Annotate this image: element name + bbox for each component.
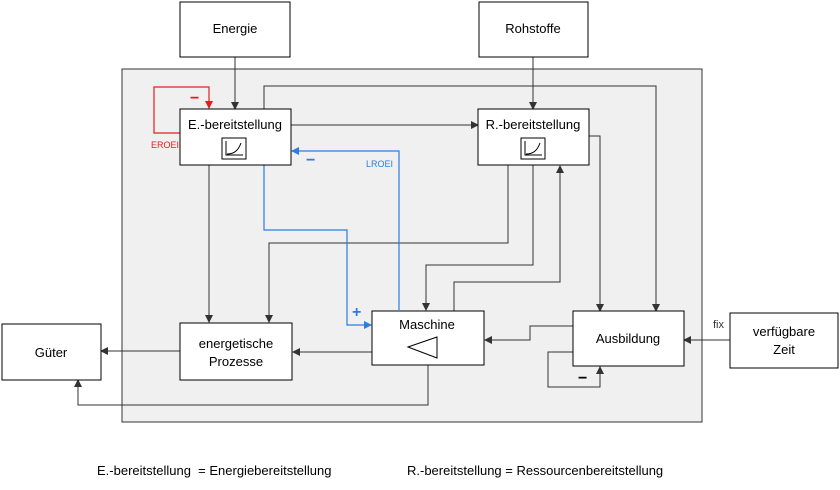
legend-r-supply: R.-bereitstellung = Ressourcenbereitstel… (407, 463, 663, 478)
energy-supply-label: E.-bereitstellung (188, 117, 282, 132)
training-box (572, 310, 685, 367)
connectors (74, 57, 730, 406)
growth-chart-icon (520, 137, 546, 160)
fix-label: fix (713, 319, 725, 331)
training-to-machine (484, 325, 573, 344)
resource-supply-label: R.-bereitstellung (486, 117, 581, 132)
machine-label: Maschine (399, 317, 455, 332)
lroei-minus-sign: − (306, 152, 315, 169)
eroei-loop (153, 86, 213, 134)
eroei-minus-sign: − (190, 90, 199, 107)
raw-materials-label: Rohstoffe (505, 21, 560, 36)
machine-box (371, 310, 485, 366)
available-time-box (729, 312, 839, 369)
rsupply-to-training (589, 135, 604, 312)
goods-box (1, 323, 102, 381)
training-minus-sign: − (578, 370, 587, 387)
lroei-label: LROEI (366, 159, 393, 169)
lroei-loop (291, 147, 400, 310)
resource-supply-box (477, 108, 590, 166)
growth-chart-icon (221, 137, 247, 160)
amplifier-triangle-icon (406, 336, 438, 359)
rsupply-to-processes (265, 165, 509, 323)
training-label: Ausbildung (596, 331, 660, 346)
machine-plus-sign: + (352, 304, 361, 321)
energy-box (179, 1, 291, 58)
goods-label: Güter (35, 345, 68, 360)
energetic-processes-box (179, 322, 293, 381)
esupply-to-machine-blue (263, 165, 372, 329)
energy-label: Energie (213, 21, 258, 36)
esupply-top-to-training (263, 85, 660, 312)
machine-to-rsupply (453, 165, 564, 311)
machine-to-goods (74, 365, 429, 406)
eroei-label: EROEI (151, 140, 179, 150)
rsupply-to-machine (422, 165, 534, 311)
raw-materials-box (478, 1, 589, 58)
legend-e-supply: E.-bereitstellung = Energiebereitstellun… (97, 463, 332, 478)
